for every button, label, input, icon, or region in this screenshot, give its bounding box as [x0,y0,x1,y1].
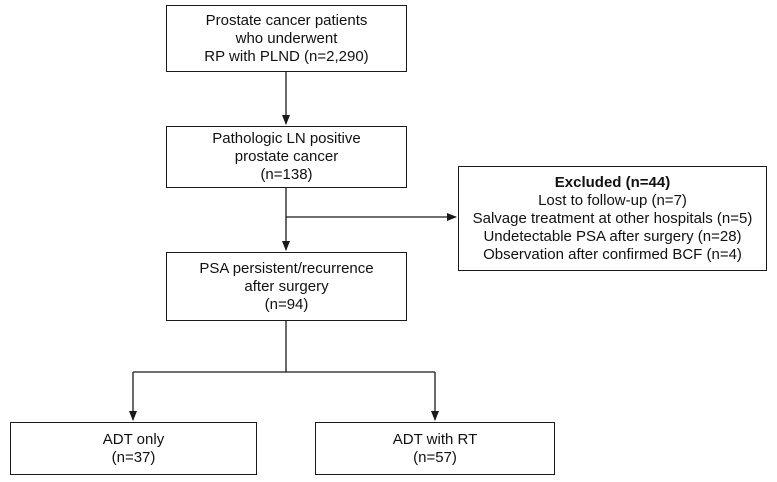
node-ln-positive: Pathologic LN positive prostate cancer (… [166,126,407,188]
node-patients-line-3: RP with PLND (n=2,290) [204,47,369,65]
node-excluded: Excluded (n=44) Lost to follow-up (n=7) … [458,166,767,271]
node-excluded-line-4: Observation after confirmed BCF (n=4) [483,245,742,263]
node-adt-only-line-1: ADT only [102,430,165,448]
node-psa: PSA persistent/recurrence after surgery … [166,252,407,321]
node-adt-rt: ADT with RT (n=57) [315,422,555,475]
node-ln-positive-line-2: prostate cancer [234,148,339,165]
node-excluded-line-3: Undetectable PSA after surgery (n=28) [483,227,742,245]
node-psa-line-2: after surgery [244,277,329,295]
node-adt-only: ADT only (n=37) [10,422,257,475]
node-excluded-title: Excluded (n=44) [554,173,671,191]
node-psa-line-3: (n=94) [264,295,309,313]
node-psa-line-1: PSA persistent/recurrence [199,259,374,277]
node-adt-rt-line-2: (n=57) [413,448,457,466]
node-excluded-line-1: Lost to follow-up (n=7) [538,191,687,209]
node-ln-positive-line-1: Pathologic LN positive [212,130,361,147]
node-patients: Prostate cancer patients who underwent R… [166,5,407,72]
node-patients-line-2: who underwent [235,29,338,47]
node-adt-rt-line-1: ADT with RT [392,430,478,448]
node-excluded-line-2: Salvage treatment at other hospitals (n=… [472,209,753,227]
node-patients-line-1: Prostate cancer patients [205,11,368,29]
node-ln-positive-line-3: (n=138) [260,166,313,183]
node-adt-only-line-2: (n=37) [111,448,156,466]
edge-psa-split [133,321,435,373]
